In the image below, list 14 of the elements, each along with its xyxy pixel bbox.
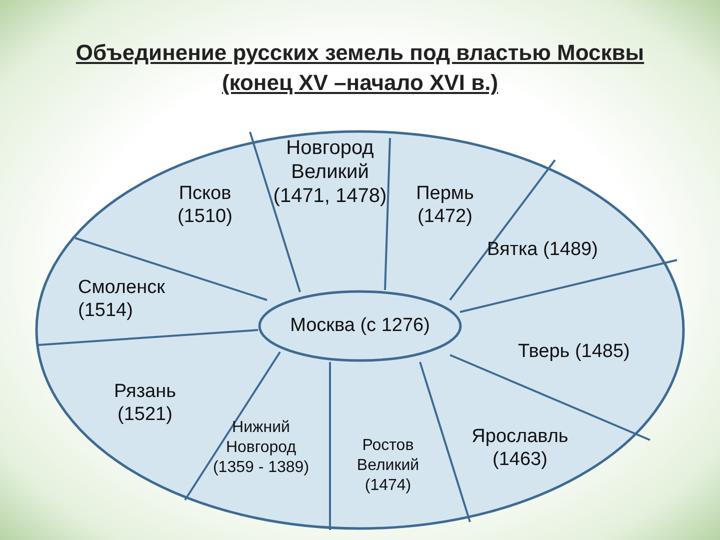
city-label: Псков (1510) [176, 182, 234, 228]
city-label: Тверь (1485) [518, 340, 631, 363]
city-label: Рязань (1521) [112, 380, 177, 426]
city-label: Ростов Великий (1474) [356, 436, 420, 496]
center-ellipse [258, 290, 462, 362]
city-label: Новгород Великий (1471, 1478) [272, 136, 388, 208]
city-label: Вятка (1489) [487, 238, 599, 261]
diagram-title: Объединение русских земель под властью Москвы (конец XV –начало XVI в.) [74, 39, 646, 97]
city-label: Пермь (1472) [415, 182, 475, 228]
node-text: Москва (с 1276) [290, 315, 430, 337]
city-label: Нижний Новгород (1359 - 1389) [212, 418, 310, 478]
city-label: Смоленск (1514) [78, 276, 166, 322]
outer-ellipse [35, 130, 685, 530]
city-label: Ярославль (1463) [470, 425, 570, 471]
